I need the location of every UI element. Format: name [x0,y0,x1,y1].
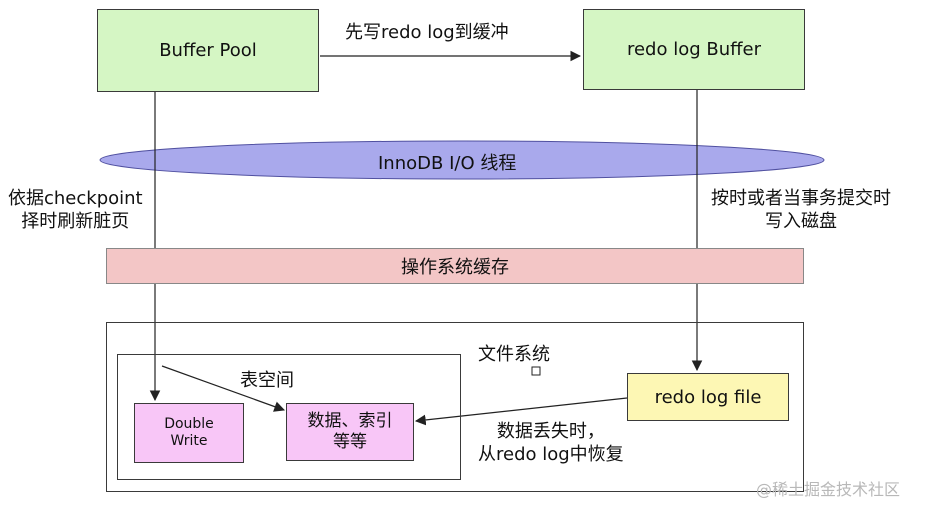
innodb-io-thread-label: InnoDB I/O 线程 [378,153,517,174]
os-cache-label: 操作系统缓存 [401,257,509,278]
file-system-frame [106,322,804,492]
redo-log-buffer-node: redo log Buffer [583,9,805,90]
tablespace-frame [117,354,461,480]
edge-label-commit-disk: 按时或者当事务提交时 写入磁盘 [711,188,891,233]
innodb-io-thread-ellipse [99,140,825,180]
double-write-node: Double Write [134,403,244,463]
redo-log-file-label: redo log file [654,386,762,408]
buffer-pool-label: Buffer Pool [159,40,257,61]
double-write-line1: Double [164,415,214,432]
data-index-node: 数据、索引 等等 [286,403,414,461]
edge-label-commit-line1: 按时或者当事务提交时 [711,188,891,209]
data-index-line2: 等等 [333,432,367,452]
double-write-line2: Write [170,433,208,449]
edge-label-checkpoint-line2: 择时刷新脏页 [21,210,130,232]
redo-log-file-node: redo log file [627,373,789,421]
edge-label-checkpoint-line1: 依据checkpoint [8,188,143,209]
edge-redofile-to-dataindex [414,397,628,426]
edge-label-recover-line1: 数据丢失时， [496,421,605,442]
edge-label-recover-line2: 从redo log中恢复 [478,443,624,465]
tablespace-label: 表空间 [240,370,294,391]
edge-label-checkpoint: 依据checkpoint 择时刷新脏页 [8,188,143,233]
file-system-label: 文件系统 [478,344,550,365]
edge-label-commit-line2: 写入磁盘 [765,210,837,232]
edge-label-recover: 数据丢失时， 从redo log中恢复 [478,421,624,466]
os-cache-bar: 操作系统缓存 [106,248,804,284]
data-index-line1: 数据、索引 [307,410,393,431]
anchor-square [531,366,541,376]
buffer-pool-node: Buffer Pool [97,9,319,92]
watermark: @稀土掘金技术社区 [756,480,901,499]
redo-log-buffer-label: redo log Buffer [626,39,762,60]
edge-doublewrite-to-dataindex [161,365,286,412]
edge-label-write-redo: 先写redo log到缓冲 [345,22,509,43]
